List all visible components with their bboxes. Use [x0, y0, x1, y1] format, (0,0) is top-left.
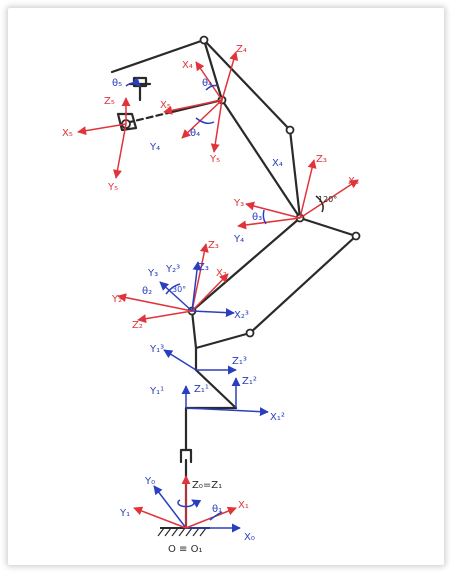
label-z5: Z₅ [104, 96, 115, 107]
label-theta1: θ₁ [212, 504, 222, 515]
ground-base [157, 527, 210, 537]
theta1-arc [209, 511, 223, 521]
angle-120-arc [315, 195, 324, 213]
y4-axis-low [237, 217, 301, 230]
z3-axis [299, 159, 317, 219]
z4-axis [221, 51, 239, 101]
joints [121, 35, 361, 338]
label-theta2: θ₂ [142, 286, 152, 297]
label-z2: Z₂ [132, 320, 143, 331]
y5-axis [113, 123, 127, 179]
label-y3-2: Y₂³ [165, 264, 180, 275]
frame-4-axes [163, 51, 239, 153]
label-x2-3: X₂³ [234, 310, 249, 321]
label-y4: Y₄ [149, 142, 160, 153]
robot-links [110, 38, 358, 530]
theta4-arc-top [205, 84, 219, 91]
label-y1-3: Y₁³ [149, 344, 164, 355]
label-y2: Y₂ [111, 294, 122, 305]
x4-axis [195, 61, 223, 101]
label-theta5: θ₅ [112, 78, 122, 89]
label-z4: Z₄ [236, 44, 247, 55]
label-angle30: 30° [172, 285, 186, 294]
label-z1-3: Z₁³ [232, 356, 247, 367]
label-y3-top: Y₃ [233, 198, 244, 209]
rotation-arrow-base [177, 499, 202, 508]
theta3-arc [262, 209, 267, 225]
label-z1-1: Z₁¹ [194, 384, 209, 395]
frame-5-axes [77, 77, 141, 179]
label-x2: X₂ [216, 268, 227, 279]
label-x4-mid: X₄ [272, 158, 283, 169]
theta4-arc-bot [195, 117, 215, 125]
theta5-arc [125, 77, 141, 87]
label-y5: Y₅ [107, 182, 118, 193]
label-x4: X₄ [182, 60, 193, 71]
label-y4-low: Y₄ [233, 234, 244, 245]
label-y3: Y₃ [147, 268, 158, 279]
frame-3-axes [237, 159, 359, 230]
label-x5: X₅ [62, 128, 73, 139]
z3-axis-low [191, 243, 209, 312]
label-x1: X₁ [238, 500, 249, 511]
label-angle120: 120° [318, 195, 337, 204]
label-base: O ≡ O₁ [168, 544, 203, 555]
label-y1: Y₁ [119, 508, 130, 519]
label-z3: Z₃ [198, 262, 209, 273]
frame-1-axes [163, 349, 269, 417]
theta2-arc [165, 283, 181, 295]
label-x0: X₀ [244, 532, 255, 543]
y4-axis [181, 99, 223, 139]
frame-2-axes [117, 243, 235, 324]
x3-axis [299, 179, 359, 219]
x1-2-axis [185, 407, 269, 417]
label-y0: Y₀ [144, 476, 155, 487]
label-x3: X₃ [348, 176, 359, 187]
label-y5-mid: Y₅ [209, 154, 220, 165]
y2-axis [117, 293, 193, 312]
label-x1-2: X₁² [270, 412, 285, 423]
label-theta3: θ₃ [252, 212, 262, 223]
y3-axis [245, 201, 301, 219]
y1-axis [133, 506, 187, 529]
y0-axis [153, 485, 187, 529]
label-theta4-bot: θ₄ [190, 128, 200, 139]
x5-axis-mid [163, 99, 223, 115]
label-y1-1: Y₁¹ [149, 386, 164, 397]
label-z0z1: Z₀=Z₁ [192, 480, 222, 491]
y1-3-axis [163, 349, 197, 371]
x2-axis [191, 273, 229, 312]
y5-axis-mid [210, 99, 223, 153]
label-theta4-top: θ₄ [202, 78, 212, 89]
z2-axis [137, 310, 193, 324]
x5-axis [77, 123, 127, 136]
frame-0-axes [133, 475, 241, 533]
z3-axis-blue [191, 261, 202, 312]
label-z3-top: Z₃ [316, 154, 327, 165]
y2-3-axis [159, 281, 193, 312]
label-z3b: Z₃ [208, 240, 219, 251]
label-x5-mid: X₅ [160, 100, 171, 111]
label-z1-2: Z₁² [242, 376, 257, 387]
x2-3-axis [191, 308, 235, 318]
x1-axis [185, 506, 237, 529]
